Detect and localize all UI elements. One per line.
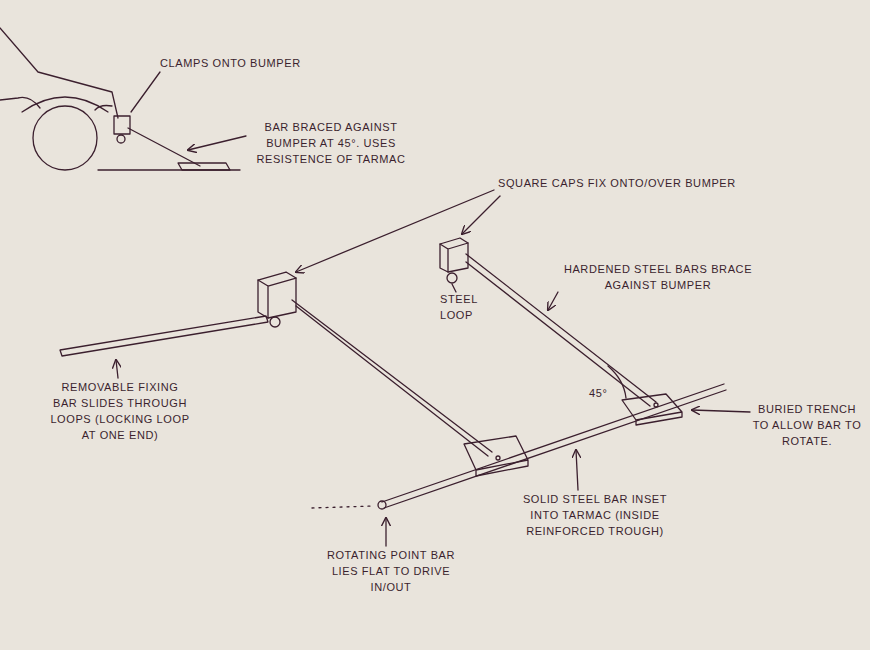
leader-line — [131, 72, 160, 112]
annotation: BURIED TRENCH TO ALLOW BAR TO ROTATE. — [752, 402, 862, 450]
leader-arrow — [692, 410, 750, 412]
leader-arrow — [462, 196, 500, 234]
annotation: REMOVABLE FIXING BAR SLIDES THROUGH LOOP… — [50, 380, 190, 444]
leader-arrow — [188, 136, 246, 150]
annotation: BAR BRACED AGAINST BUMPER AT 45°. USES R… — [246, 120, 416, 168]
car-sketch — [0, 28, 240, 170]
annotation: CLAMPS ONTO BUMPER — [160, 56, 330, 72]
square-cap — [440, 238, 468, 283]
angle-arc — [608, 366, 626, 398]
pivot — [496, 456, 500, 460]
rotating-point — [378, 501, 386, 509]
solid-bar — [382, 384, 726, 508]
annotation: SQUARE CAPS FIX ONTO/OVER BUMPER — [498, 176, 798, 192]
steel-bar — [466, 254, 656, 406]
steel-bar — [292, 300, 492, 456]
dotted-extension — [312, 506, 372, 508]
annotation: 45° — [589, 386, 621, 402]
fixing-bar — [60, 316, 268, 356]
square-cap — [258, 272, 296, 327]
leader-line — [452, 284, 456, 292]
leader-arrow — [576, 450, 578, 490]
leader-arrow — [385, 518, 386, 546]
annotation: SOLID STEEL BAR INSET INTO TARMAC (INSID… — [510, 492, 680, 540]
annotation: ROTATING POINT BAR LIES FLAT TO DRIVE IN… — [316, 548, 466, 596]
annotation: STEEL LOOP — [440, 292, 490, 324]
annotation: HARDENED STEEL BARS BRACE AGAINST BUMPER — [558, 262, 758, 294]
leader-arrow — [116, 360, 118, 378]
leader-arrow — [548, 292, 558, 310]
